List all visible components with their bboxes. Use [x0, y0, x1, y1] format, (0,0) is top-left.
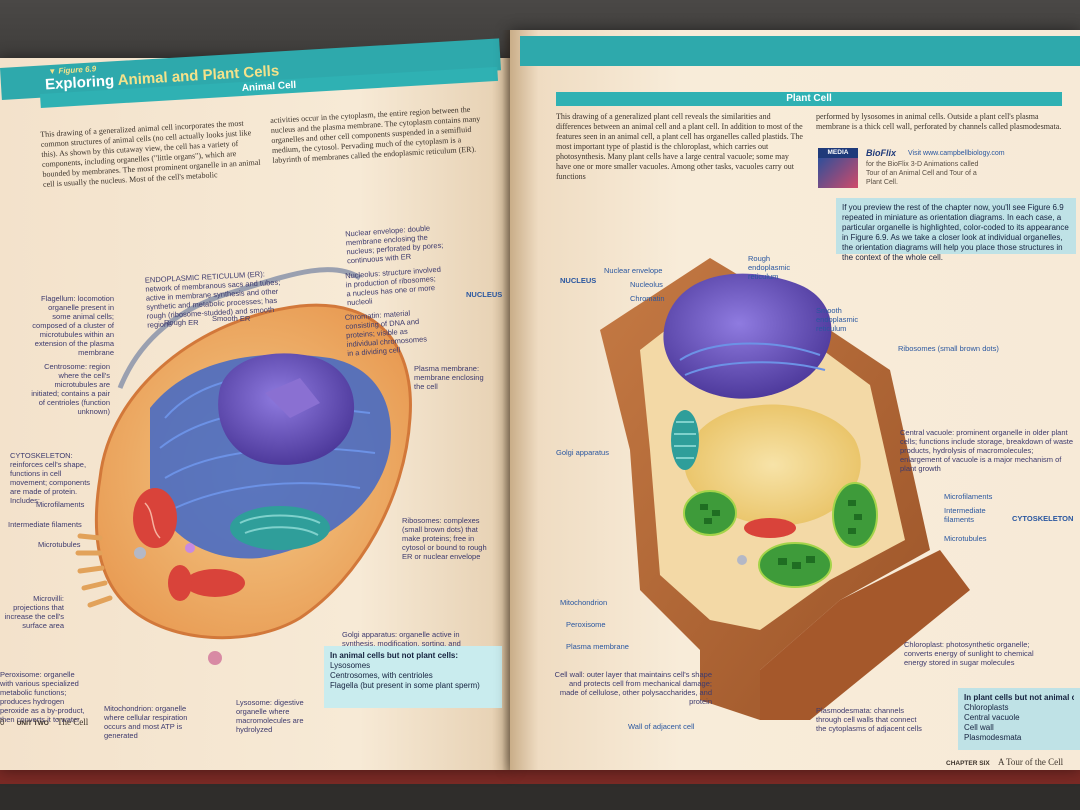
- plant-rough-er-label: Rough endoplasmic reticulum: [748, 254, 791, 281]
- plant-intro-text: This drawing of a generalized plant cell…: [556, 112, 803, 181]
- plant-intermediate-label: Intermediate filaments: [944, 506, 986, 524]
- left-page-number: 0: [0, 718, 5, 727]
- nucleus-label: NUCLEUS: [466, 290, 503, 299]
- plant-microtubules-label: Microtubules: [944, 534, 987, 543]
- nucleolus-label: Nucleolus: structure involved in product…: [344, 264, 442, 308]
- right-page: Plant Cell This drawing of a generalized…: [510, 30, 1080, 770]
- animal-summary-item: Lysosomes: [330, 661, 371, 670]
- cell-wall-label: Cell wall: outer layer that maintains ce…: [554, 670, 712, 706]
- adjacent-wall-shape: [760, 550, 970, 720]
- mitochondrion-label: Mitochondrion: organelle where cellular …: [104, 704, 188, 740]
- smooth-er-label: Smooth ER: [212, 314, 251, 323]
- bioflix-url: Visit www.campbellbiology.com: [908, 150, 1005, 157]
- plant-nuclear-envelope-label: Nuclear envelope: [604, 266, 663, 275]
- plasma-membrane-label: Plasma membrane: membrane enclosing the …: [414, 364, 484, 391]
- central-vacuole-shape: [685, 404, 861, 526]
- plant-plasma-membrane-label: Plasma membrane: [566, 642, 629, 651]
- plasmodesmata-label: Plasmodesmata: channels through cell wal…: [816, 706, 922, 733]
- animal-summary-box: In animal cells but not plant cells: Lys…: [324, 646, 502, 708]
- plant-summary-item: Central vacuole: [964, 713, 1020, 722]
- cytoskeleton-label: CYTOSKELETON: reinforces cell's shape, f…: [10, 451, 91, 505]
- plant-mitochondrion-label: Mitochondrion: [560, 598, 608, 607]
- media-badge: MEDIA: [818, 148, 858, 158]
- plant-cytoskeleton-label: CYTOSKELETON: [1012, 514, 1074, 523]
- chloroplast-shape: [683, 490, 737, 536]
- chromatin-label: Chromatin: material consisting of DNA an…: [344, 308, 428, 358]
- plant-summary-box: In plant cells but not animal cells: Chl…: [958, 688, 1080, 750]
- intermediate-filaments-label: Intermediate filaments: [8, 520, 82, 529]
- right-footer: CHAPTER SIX A Tour of the Cell: [946, 758, 1063, 768]
- ribosomes-label: Ribosomes: complexes (small brown dots) …: [402, 516, 487, 561]
- flagellum-shape: [117, 267, 362, 389]
- peroxisome-label: Peroxisome: organelle with various speci…: [0, 670, 85, 724]
- chloroplast-label: Chloroplast: photosynthetic organelle; c…: [904, 640, 1034, 667]
- plant-summary-item: Cell wall: [964, 723, 994, 732]
- right-chapter: CHAPTER SIX: [946, 760, 990, 767]
- media-thumbnail: [818, 158, 858, 188]
- left-unit: UNIT TWO: [16, 720, 49, 727]
- wall-of-adjacent-cell-label: Wall of adjacent cell: [628, 722, 695, 731]
- left-footer-title: The Cell: [57, 717, 89, 727]
- left-page: ▼ Figure 6.9 Exploring Animal and Plant …: [0, 38, 512, 770]
- centrosome-label: Centrosome: region where the cell's micr…: [31, 362, 110, 416]
- plant-cell-band: Plant Cell: [556, 92, 1062, 106]
- plant-smooth-er-label: Smooth endoplasmic reticulum: [816, 306, 859, 333]
- lysosome-label: Lysosome: digestive organelle where macr…: [236, 698, 304, 734]
- plant-intro-text-2: performed by lysosomes in animal cells. …: [816, 112, 1062, 131]
- rough-er-label: Rough ER: [164, 318, 199, 327]
- plant-microfilaments-label: Microfilaments: [944, 492, 993, 501]
- microfilaments-label: Microfilaments: [36, 500, 85, 509]
- central-vacuole-label: Central vacuole: prominent organelle in …: [900, 428, 1074, 473]
- preview-box: If you preview the rest of the chapter n…: [836, 198, 1076, 262]
- plant-summary-item: Chloroplasts: [964, 703, 1009, 712]
- plant-cell-illustration: [600, 258, 970, 720]
- animal-summary-title: In animal cells but not plant cells:: [330, 651, 459, 660]
- plant-ribosomes-label: Ribosomes (small brown dots): [898, 344, 999, 353]
- plant-chromatin-label: Chromatin: [630, 294, 665, 303]
- microvilli-label: Microvilli: projections that increase th…: [4, 594, 64, 630]
- right-footer-title: A Tour of the Cell: [997, 757, 1064, 767]
- bioflix-logo: BioFlix: [866, 148, 897, 158]
- plant-summary-item: Plasmodesmata: [964, 733, 1022, 742]
- book-edge-stripe: [0, 770, 1080, 784]
- bioflix-description: for the BioFlix 3-D Animations called To…: [866, 161, 979, 186]
- plant-nucleus-label: NUCLEUS: [560, 276, 597, 285]
- plant-summary-title: In plant cells but not animal cells:: [964, 693, 1074, 702]
- plant-cell-band-top: [520, 36, 1080, 66]
- plant-nucleolus-label: Nucleolus: [630, 280, 663, 289]
- plant-golgi-label: Golgi apparatus: [556, 448, 609, 457]
- animal-cell-illustration: [75, 267, 412, 665]
- animal-summary-item: Centrosomes, with centrioles: [330, 671, 433, 680]
- nuclear-envelope-label: Nuclear envelope: double membrane enclos…: [344, 223, 444, 266]
- microtubules-label: Microtubules: [38, 540, 81, 549]
- animal-summary-item: Flagella (but present in some plant sper…: [330, 681, 480, 690]
- flagellum-label: Flagellum: locomotion organelle present …: [32, 294, 114, 357]
- plant-peroxisome-label: Peroxisome: [566, 620, 606, 629]
- left-footer: 0 UNIT TWO The Cell: [0, 718, 88, 728]
